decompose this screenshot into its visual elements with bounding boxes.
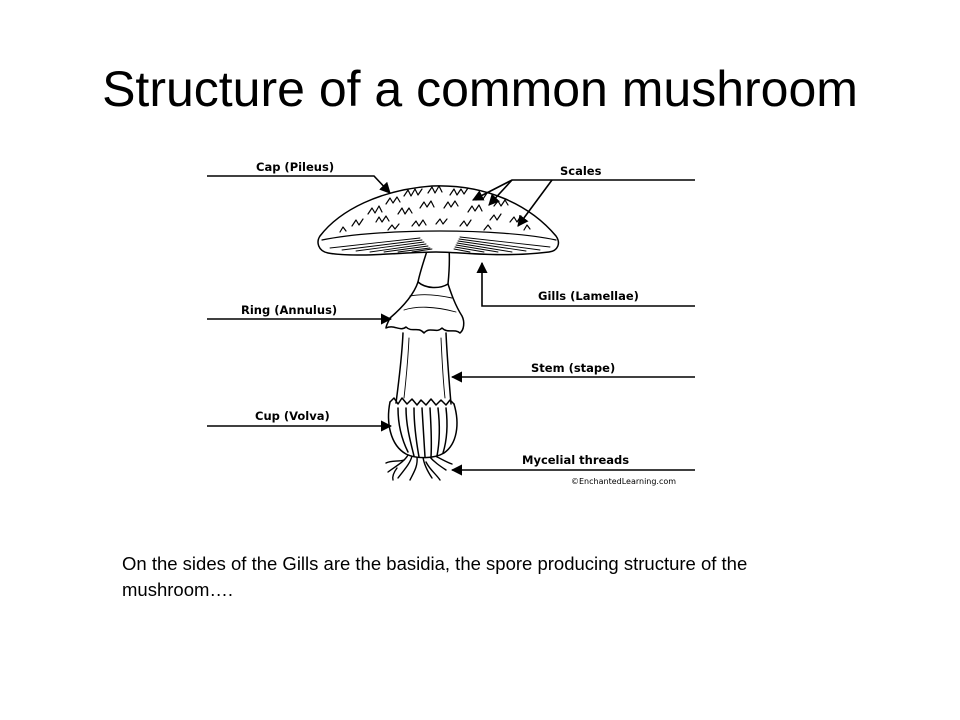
credit-text: ©EnchantedLearning.com — [571, 477, 676, 486]
label-cap: Cap (Pileus) — [256, 160, 334, 174]
scales-leader-line-3 — [517, 179, 553, 227]
slide-caption: On the sides of the Gills are the basidi… — [122, 553, 748, 600]
label-cup: Cup (Volva) — [255, 409, 330, 423]
gills-leader-line — [476, 261, 695, 307]
label-gills: Gills (Lamellae) — [538, 289, 639, 303]
label-scales: Scales — [560, 164, 602, 178]
stem-drawing — [395, 332, 452, 405]
cap-leader-line — [207, 175, 391, 194]
mushroom-illustration — [317, 185, 560, 481]
upper-stem-drawing — [417, 247, 451, 285]
slide-title: Structure of a common mushroom — [102, 61, 858, 117]
leader-lines — [207, 175, 695, 476]
annulus-drawing — [385, 281, 465, 334]
mycelial-threads-drawing — [385, 454, 453, 481]
label-mycelial: Mycelial threads — [522, 453, 629, 467]
scales-leader-line-2 — [488, 179, 513, 206]
label-stem: Stem (stape) — [531, 361, 615, 375]
volva-drawing — [387, 397, 458, 459]
label-ring: Ring (Annulus) — [241, 303, 337, 317]
scales-leader-line — [472, 179, 695, 201]
